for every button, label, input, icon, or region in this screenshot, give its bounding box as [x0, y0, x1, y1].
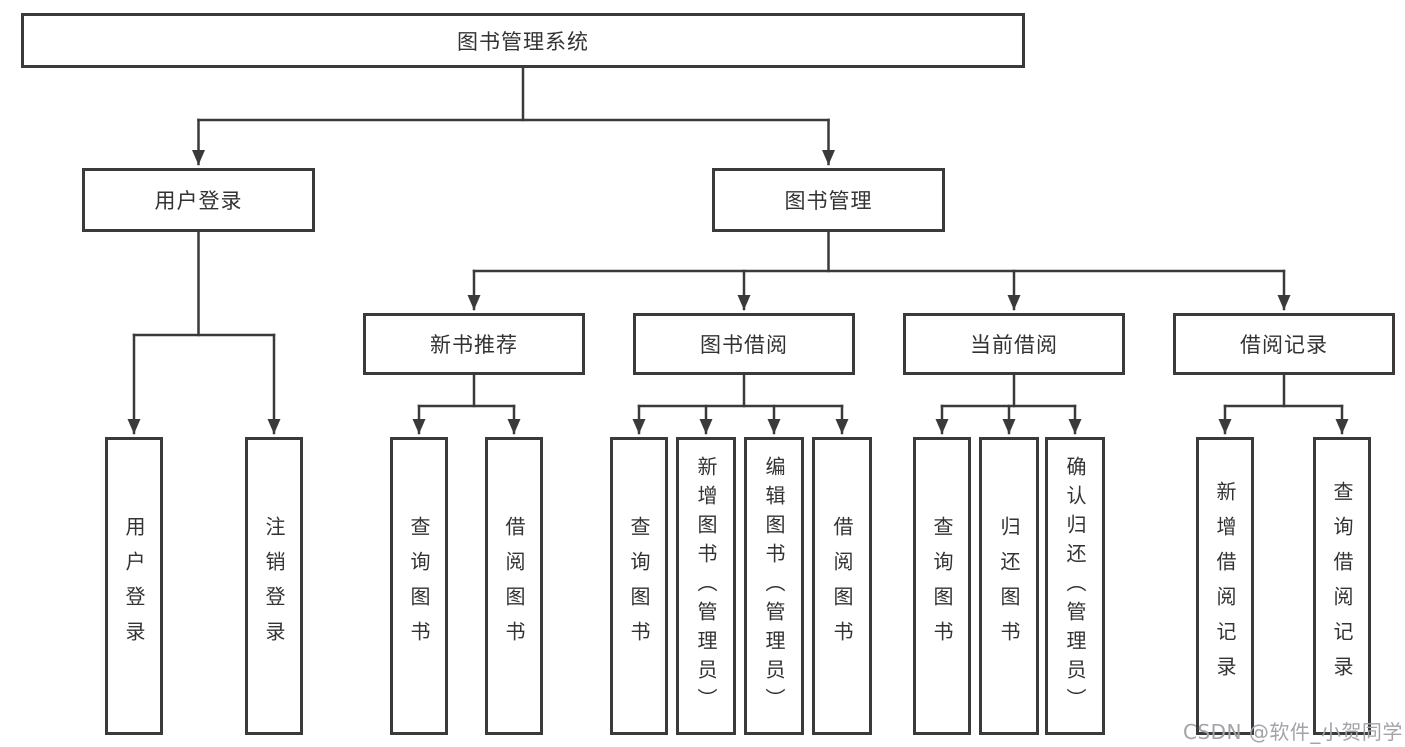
node-label: 确认归还（管理员） [1063, 455, 1087, 717]
csdn-watermark: CSDN @软件_小贺同学 [1183, 720, 1403, 744]
leaf-logout: 注销登录 [245, 437, 303, 735]
node-label: 借阅图书 [502, 516, 526, 656]
node-label: 新增图书（管理员） [694, 455, 718, 717]
node-label: 新增借阅记录 [1213, 481, 1237, 691]
node-current-borrowing: 当前借阅 [903, 313, 1125, 375]
leaf-query-books-current: 查询图书 [913, 437, 971, 735]
leaf-borrow-books: 借阅图书 [812, 437, 872, 735]
node-label: 归还图书 [997, 516, 1021, 656]
leaf-return-books: 归还图书 [979, 437, 1039, 735]
node-label: 借阅记录 [1240, 333, 1328, 357]
leaf-borrow-books-recommend: 借阅图书 [485, 437, 543, 735]
leaf-user-login: 用户登录 [105, 437, 163, 735]
node-root-library-management-system: 图书管理系统 [21, 13, 1025, 68]
node-label: 编辑图书（管理员） [762, 455, 786, 717]
node-borrowing-records: 借阅记录 [1173, 313, 1395, 375]
node-label: 查询图书 [930, 516, 954, 656]
leaf-query-books-borrowing: 查询图书 [610, 437, 668, 735]
node-label: 用户登录 [122, 516, 146, 656]
node-label: 新书推荐 [430, 333, 518, 357]
leaf-edit-books-admin: 编辑图书（管理员） [744, 437, 804, 735]
node-label: 图书借阅 [700, 333, 788, 357]
node-label: 图书管理 [784, 189, 873, 213]
connector-group [127, 66, 1349, 435]
leaf-confirm-return-admin: 确认归还（管理员） [1045, 437, 1105, 735]
node-label: 用户登录 [154, 189, 243, 213]
node-label: 当前借阅 [970, 333, 1058, 357]
node-label: 注销登录 [262, 516, 286, 656]
leaf-query-books-recommend: 查询图书 [390, 437, 448, 735]
node-book-management: 图书管理 [712, 168, 945, 232]
node-label: 借阅图书 [830, 516, 854, 656]
node-label: 查询图书 [627, 516, 651, 656]
node-book-borrowing: 图书借阅 [633, 313, 855, 375]
node-label: 查询图书 [407, 516, 431, 656]
leaf-query-borrow-record: 查询借阅记录 [1313, 437, 1371, 735]
node-label: 查询借阅记录 [1330, 481, 1354, 691]
node-label: 图书管理系统 [457, 29, 589, 54]
leaf-add-borrow-record: 新增借阅记录 [1196, 437, 1254, 735]
node-new-book-recommendation: 新书推荐 [363, 313, 585, 375]
node-user-login: 用户登录 [82, 168, 315, 232]
leaf-add-books-admin: 新增图书（管理员） [676, 437, 736, 735]
